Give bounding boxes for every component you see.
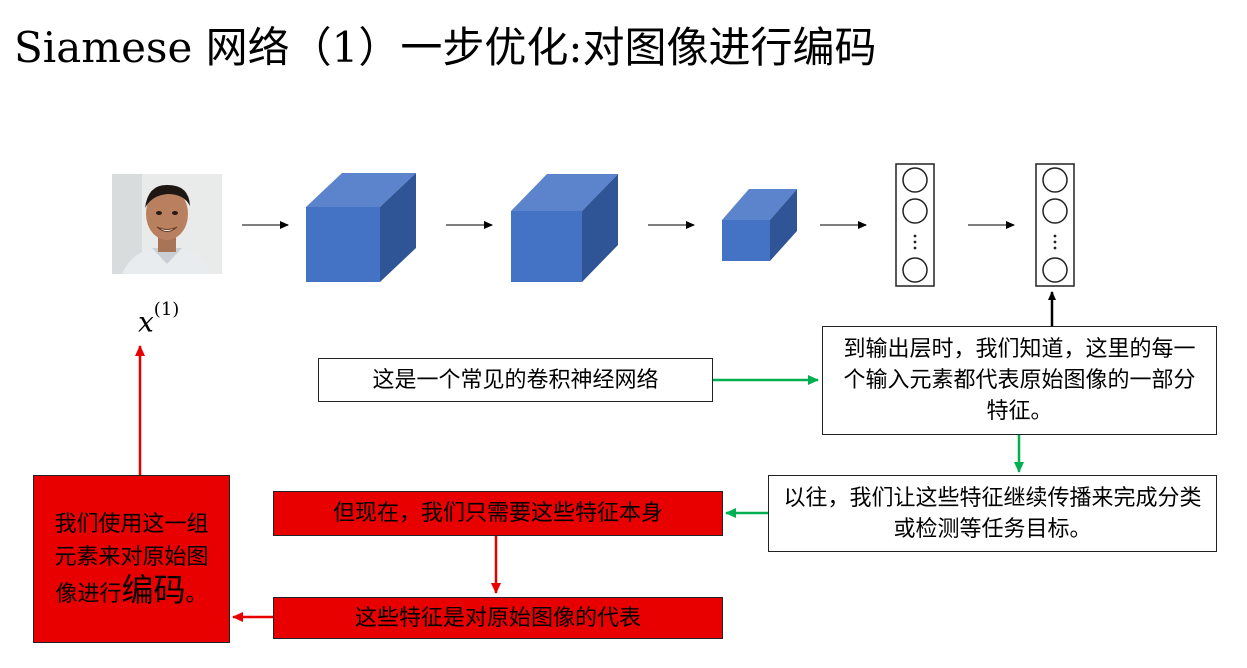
past-usage-note-text: 以往，我们让这些特征继续传播来完成分类或检测等任务目标。 [783,485,1202,542]
cnn-note-box: 这是一个常见的卷积神经网络 [318,358,713,402]
face-photo [112,174,222,274]
conv-layer-cube-2 [511,174,618,282]
output-layer-note-box: 到输出层时，我们知道，这里的每一个输入元素都代表原始图像的一部分特征。 [822,326,1217,435]
conv-layer-cube-1 [306,173,416,282]
features-needed-box: 但现在，我们只需要这些特征本身 [273,491,723,536]
encoding-note-box: 我们使用这一组元素来对原始图像进行编码。 [33,475,230,643]
conv-layer-cube-3 [722,189,797,261]
input-variable-label: x(1) [138,299,180,339]
cnn-note-text: 这是一个常见的卷积神经网络 [372,367,659,393]
encoding-note-text: 我们使用这一组元素来对原始图像进行编码。 [54,511,209,609]
fc-layer-2-output [1035,163,1075,287]
page-title: Siamese 网络（1）一步优化:对图像进行编码 [14,23,877,72]
features-needed-text: 但现在，我们只需要这些特征本身 [332,501,663,526]
fc-layer-1 [895,163,935,287]
features-represent-box: 这些特征是对原始图像的代表 [273,597,723,639]
past-usage-note-box: 以往，我们让这些特征继续传播来完成分类或检测等任务目标。 [768,475,1217,552]
features-represent-text: 这些特征是对原始图像的代表 [354,605,641,631]
output-layer-note-text: 到输出层时，我们知道，这里的每一个输入元素都代表原始图像的一部分特征。 [843,337,1196,424]
